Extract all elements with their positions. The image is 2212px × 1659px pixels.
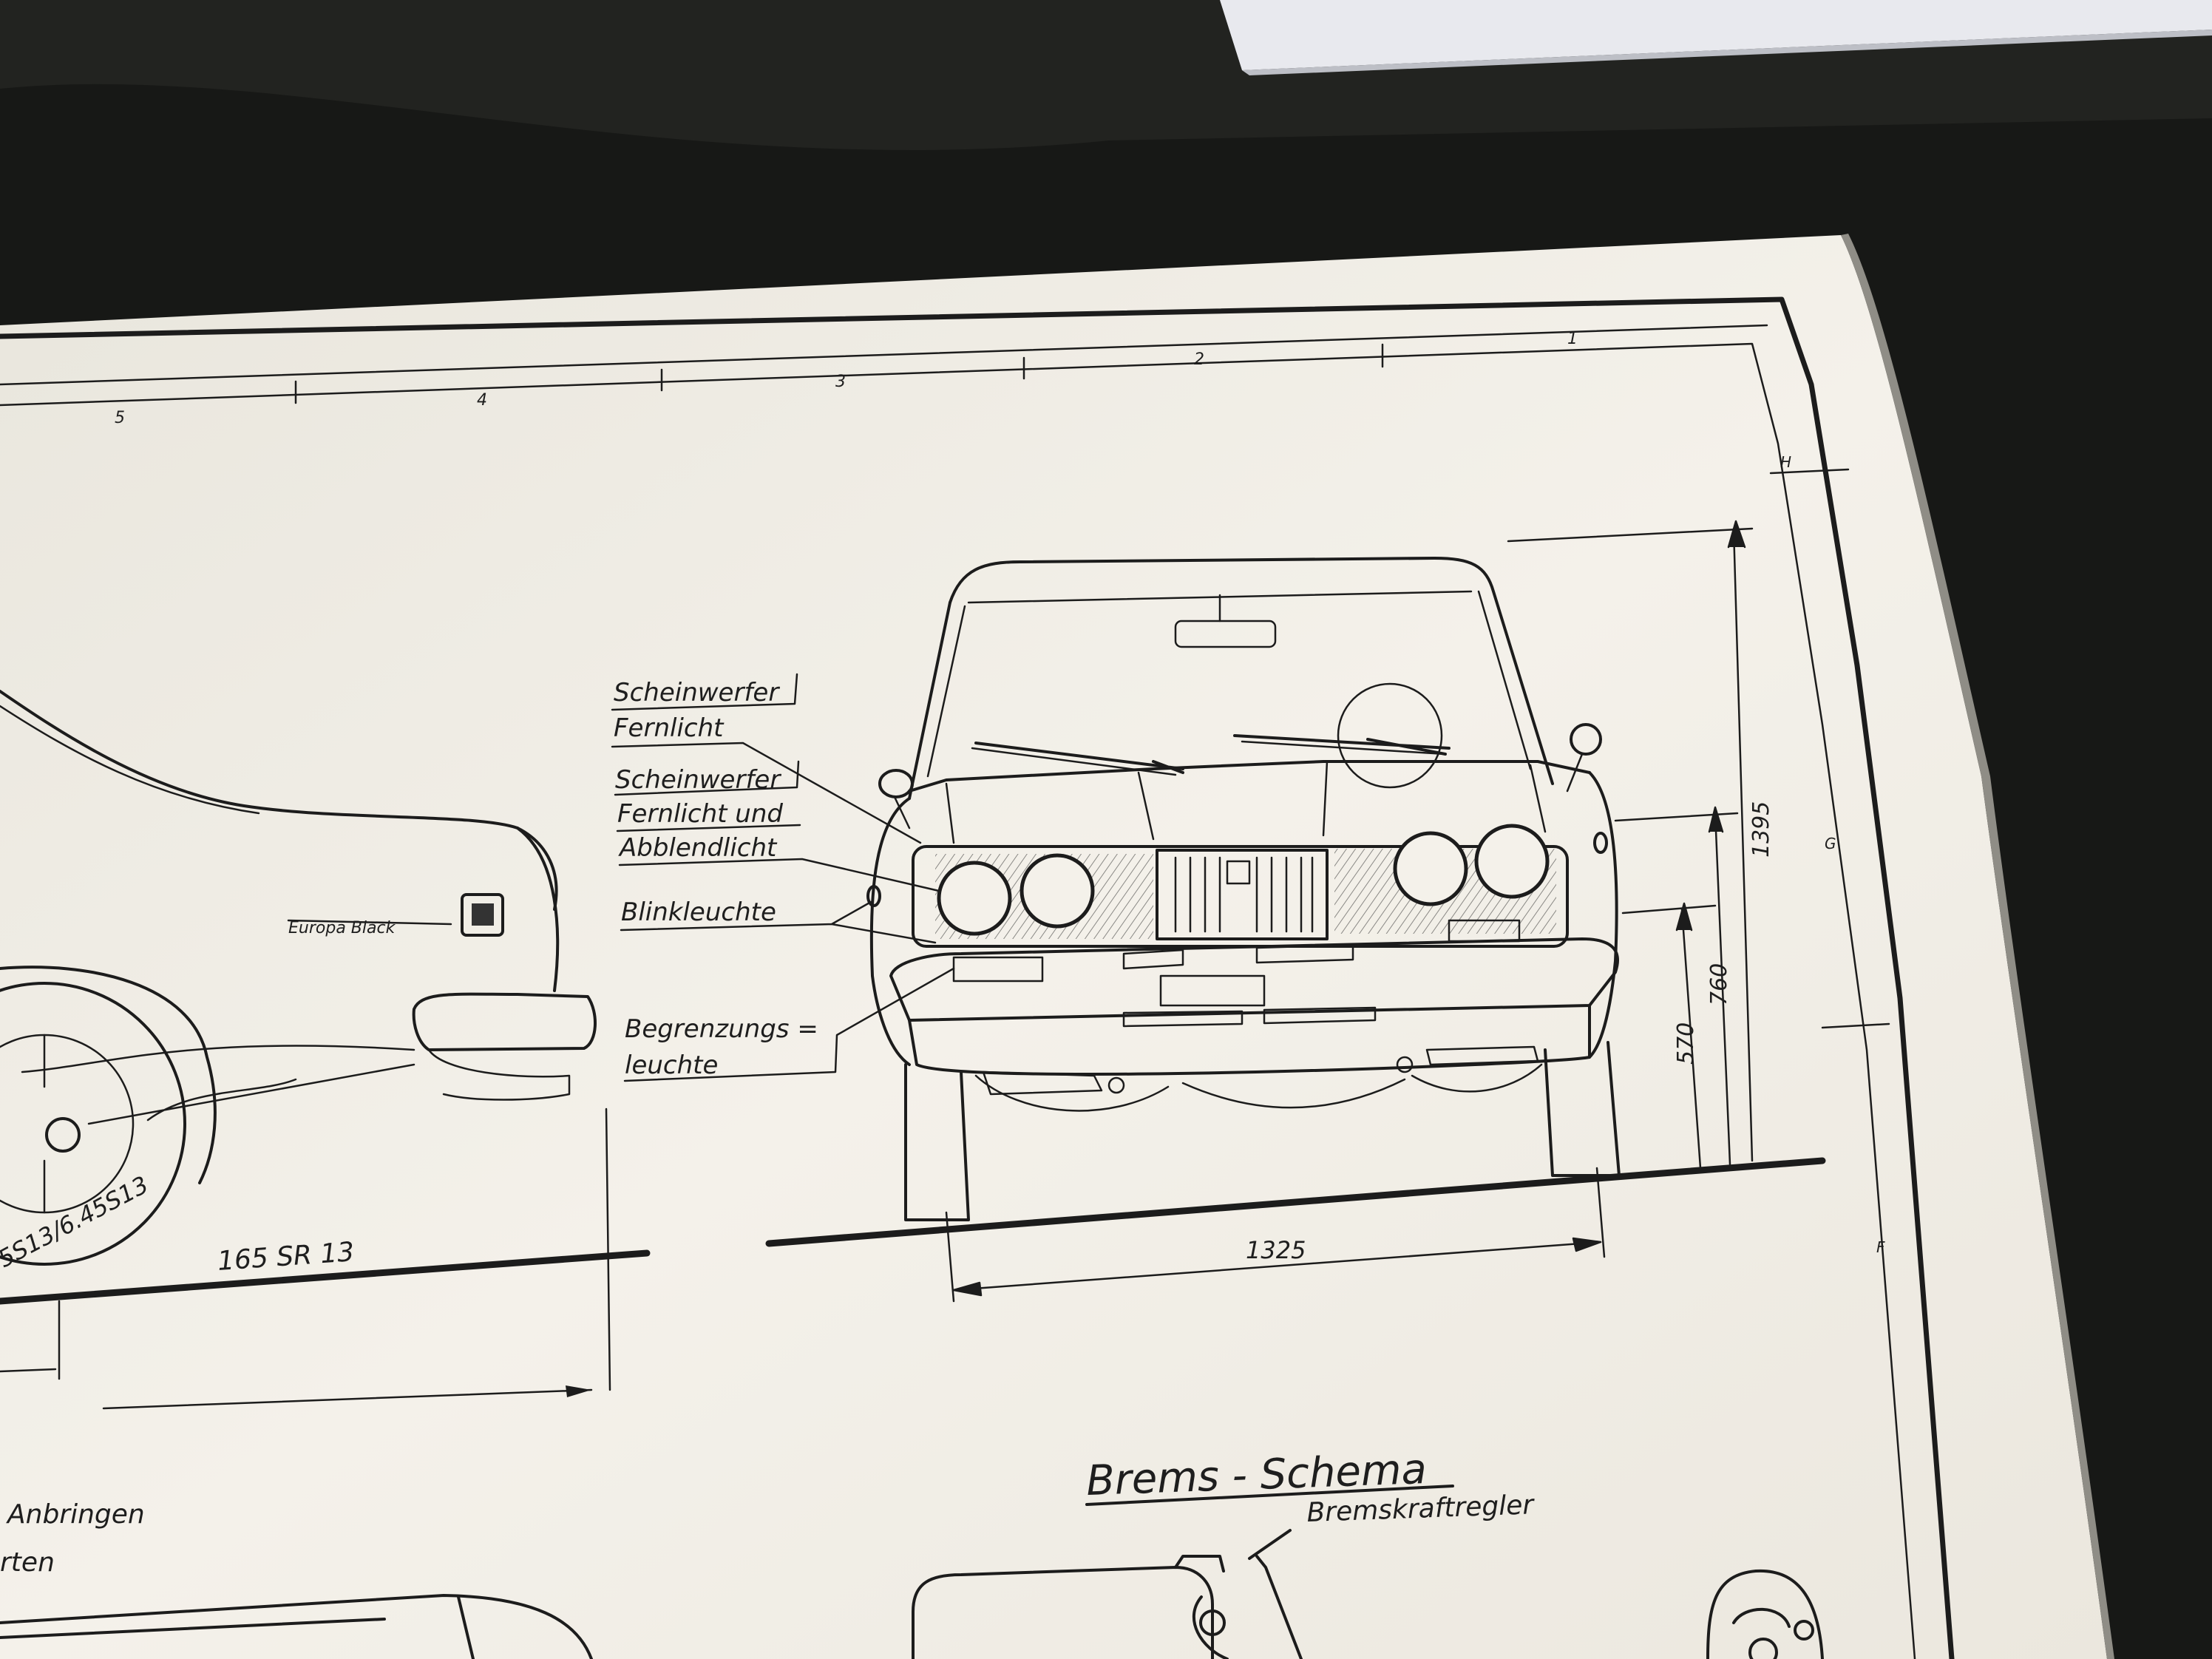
headlamp-outer-right [1474, 824, 1550, 899]
dimension-headlamp-height: 760 [1706, 963, 1732, 1005]
zone-letter-f: F [1876, 1238, 1885, 1256]
zone-letter-g: G [1825, 835, 1836, 852]
lower-drawing-fragment [0, 1594, 593, 1659]
note-fragment-2: rten [0, 1547, 55, 1578]
headlamp-inner-left [1020, 853, 1095, 929]
callout-high-low-beam: Scheinwerfer Fernlicht und Abblendlicht [614, 760, 940, 892]
callout-high-beam-line1: Scheinwerfer [614, 678, 780, 708]
callout-high-low-beam-line2: Fernlicht und [617, 799, 783, 829]
callout-indicator: Blinkleuchte [620, 898, 937, 944]
ground-line-front [765, 1157, 1826, 1247]
dimension-indicator-height: 570 [1673, 1022, 1699, 1065]
background-paper [1220, 0, 2212, 70]
car-front-view [765, 557, 1826, 1247]
dimension-overall-height: 1395 [1748, 801, 1774, 858]
callout-high-low-beam-line1: Scheinwerfer [615, 765, 781, 795]
callout-high-beam: Scheinwerfer Fernlicht [611, 673, 922, 844]
callout-side-light-line2: leuchte [625, 1051, 718, 1080]
side-badge: Europa Black [288, 919, 396, 937]
headlamp-inner-right [1393, 831, 1468, 906]
ground-line-side [0, 1249, 651, 1305]
callout-indicator-text: Blinkleuchte [621, 898, 776, 927]
callout-side-light: Begrenzungs = leuchte [623, 967, 955, 1082]
drawing-frame [0, 296, 1955, 1659]
zone-letter-h: H [1780, 453, 1791, 471]
callout-side-light-line1: Begrenzungs = [625, 1014, 818, 1044]
note-fragment-1: Anbringen [6, 1499, 145, 1530]
zone-number-4: 4 [477, 391, 487, 410]
front-dimension-lines [945, 520, 1754, 1303]
zone-number-5: 5 [115, 409, 125, 427]
zone-number-3: 3 [835, 373, 846, 391]
dimension-track-width: 1325 [1246, 1236, 1306, 1264]
headlamp-outer-left [937, 861, 1012, 936]
zone-number-1: 1 [1567, 330, 1578, 348]
zone-number-2: 2 [1194, 350, 1204, 369]
background-paper-shadow [1242, 30, 2212, 75]
callout-high-low-beam-line3: Abblendlicht [618, 833, 778, 863]
car-side-view: Europa Black [0, 690, 651, 1410]
brake-diagram-lines [912, 1529, 1824, 1659]
callout-high-beam-line2: Fernlicht [614, 713, 725, 743]
